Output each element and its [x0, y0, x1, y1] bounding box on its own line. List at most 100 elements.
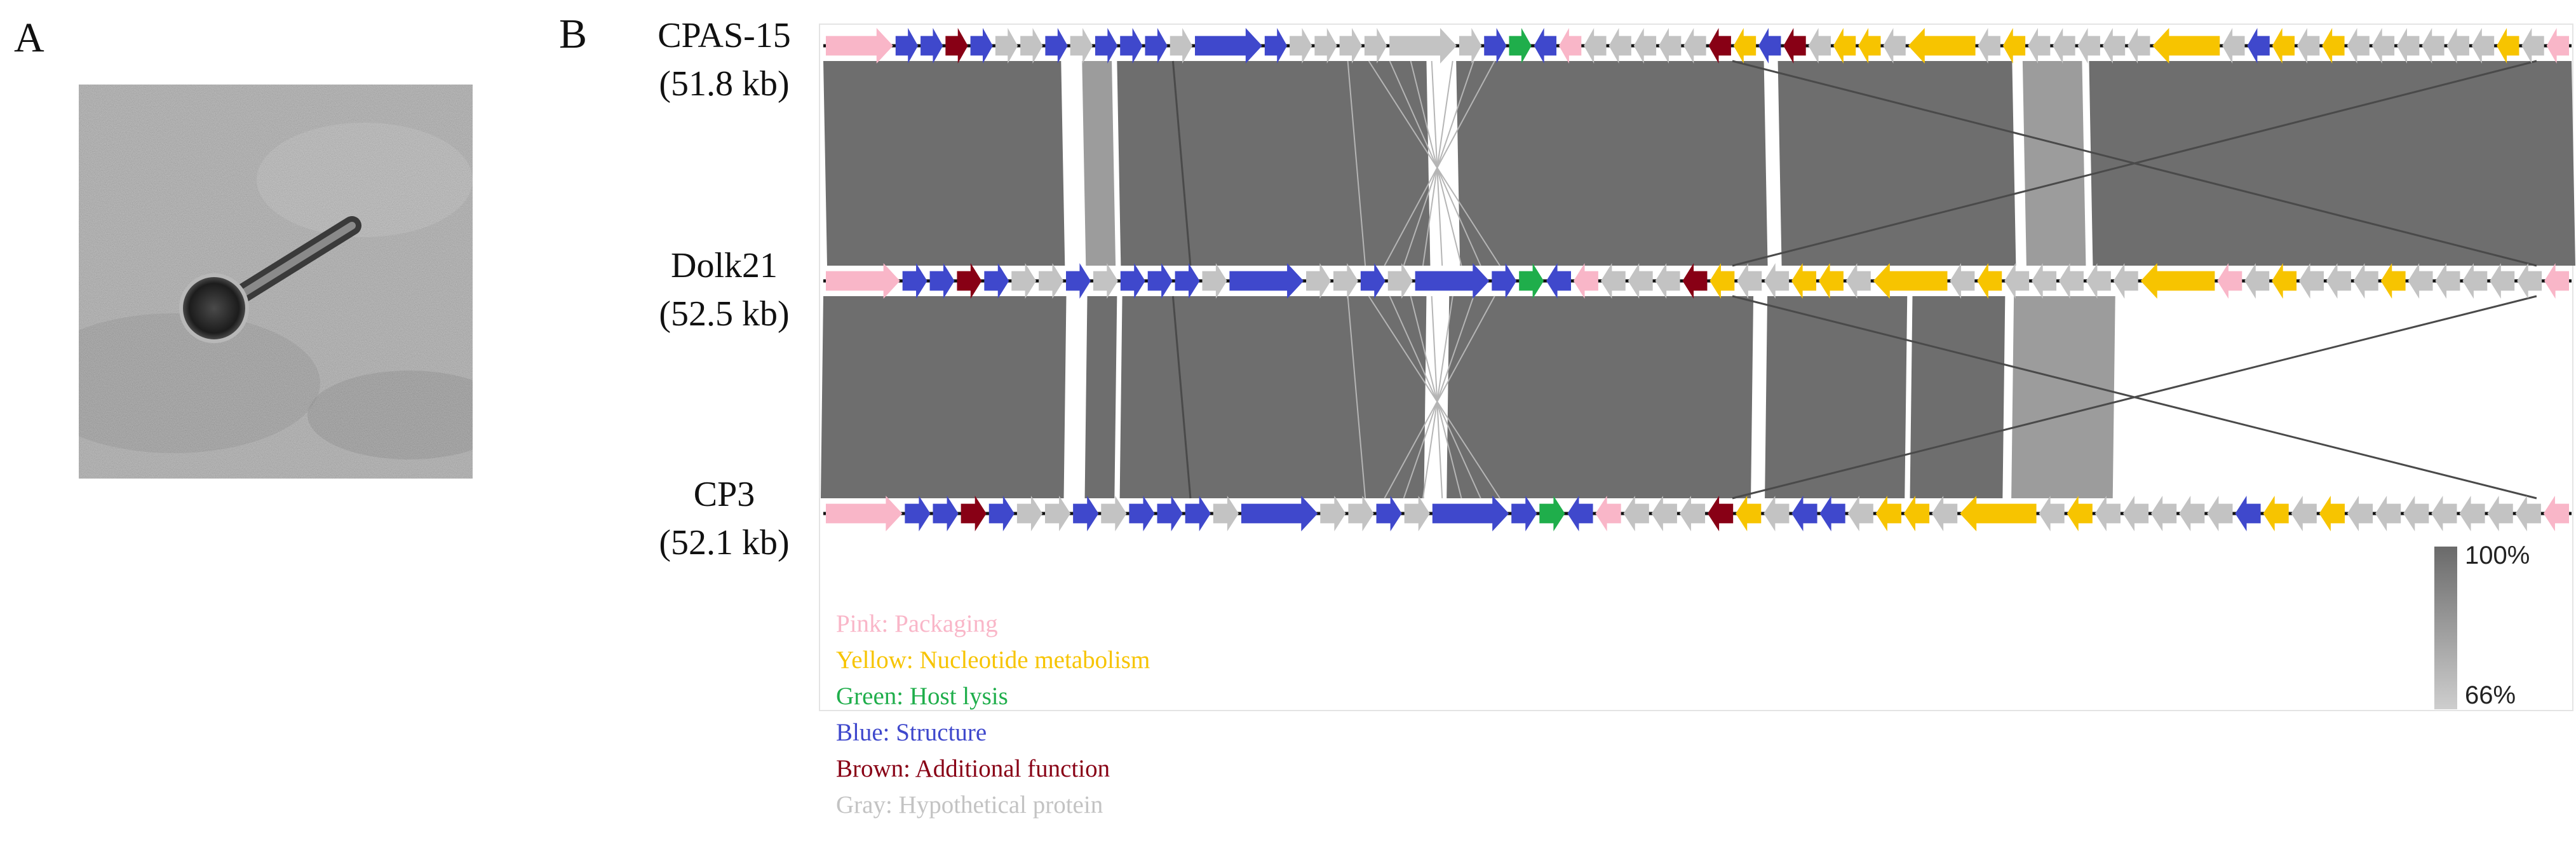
gene-structure-arrow: [1073, 496, 1099, 531]
gene-hypothetical-arrow: [2077, 28, 2100, 64]
gene-nucleotide-metabolism-arrow: [1960, 496, 2037, 531]
gene-hypothetical-arrow: [1651, 496, 1677, 531]
gene-structure-arrow: [1157, 496, 1183, 531]
gene-hypothetical-arrow: [2431, 496, 2457, 531]
similarity-band: [823, 61, 1065, 266]
genome-size: (52.5 kb): [659, 294, 790, 334]
gene-hypothetical-arrow: [1584, 28, 1607, 64]
gene-nucleotide-metabolism-arrow: [2497, 28, 2519, 64]
gene-structure-arrow: [1229, 263, 1304, 299]
gene-hypothetical-arrow: [1950, 263, 1975, 299]
gene-nucleotide-metabolism-arrow: [1908, 28, 1976, 64]
gene-hypothetical-arrow: [2032, 263, 2057, 299]
similarity-band: [1456, 61, 1768, 266]
gene-hypothetical-arrow: [1623, 496, 1649, 531]
gene-packaging-arrow: [2217, 263, 2242, 299]
genome-label-cpas15: CPAS-15 (51.8 kb): [629, 11, 819, 108]
similarity-link: [1368, 60, 1500, 266]
gene-hypothetical-arrow: [2515, 496, 2541, 531]
gene-structure-arrow: [1175, 263, 1200, 299]
gene-additional-function-arrow: [1783, 28, 1806, 64]
genome-name: CPAS-15: [657, 16, 791, 55]
similarity-link: [1403, 60, 1474, 266]
gene-hypothetical-arrow: [2371, 28, 2395, 64]
gene-hypothetical-arrow: [2222, 28, 2245, 64]
gene-hypothetical-arrow: [2207, 496, 2233, 531]
gene-host-lysis-arrow: [1539, 496, 1565, 531]
gene-structure-arrow: [1492, 263, 1517, 299]
gene-hypothetical-arrow: [1070, 28, 1093, 64]
gene-nucleotide-metabolism-arrow: [2380, 263, 2406, 299]
gene-hypothetical-arrow: [1320, 496, 1346, 531]
gene-structure-arrow: [1120, 28, 1143, 64]
gene-structure-arrow: [1819, 496, 1845, 531]
gene-hypothetical-arrow: [1016, 496, 1043, 531]
gene-structure-arrow: [905, 496, 931, 531]
gene-packaging-arrow: [1573, 263, 1598, 299]
similarity-band: [2011, 296, 2115, 498]
similarity-link: [1422, 60, 1453, 266]
gene-hypothetical-arrow: [2403, 496, 2429, 531]
gene-structure-arrow: [895, 28, 919, 64]
legend-host-lysis: Green: Host lysis: [836, 683, 1008, 710]
gene-nucleotide-metabolism-arrow: [1858, 28, 1881, 64]
similarity-link: [1389, 60, 1481, 266]
gene-structure-arrow: [929, 263, 955, 299]
gene-nucleotide-metabolism-arrow: [2152, 28, 2220, 64]
gene-hypothetical-arrow: [1628, 263, 1653, 299]
gene-hypothetical-arrow: [1633, 28, 1657, 64]
gene-structure-arrow: [2247, 28, 2270, 64]
gene-hypothetical-arrow: [1213, 496, 1239, 531]
similarity-band: [1765, 296, 1908, 498]
gene-structure-arrow: [1120, 263, 1145, 299]
similarity-band: [1117, 61, 1431, 266]
legend-structure: Blue: Structure: [836, 719, 987, 746]
identity-scale-bar: [2434, 547, 2457, 709]
gene-nucleotide-metabolism-arrow: [2322, 28, 2345, 64]
gene-structure-arrow: [1145, 28, 1168, 64]
gene-hypothetical-arrow: [2347, 496, 2373, 531]
gene-hypothetical-arrow: [1290, 28, 1312, 64]
gene-structure-arrow: [1534, 28, 1557, 64]
gene-structure-arrow: [1147, 263, 1173, 299]
gene-structure-arrow: [920, 28, 943, 64]
gene-nucleotide-metabolism-arrow: [2263, 496, 2289, 531]
similarity-link: [1410, 296, 1462, 499]
similarity-band: [1777, 61, 2016, 266]
gene-hypothetical-arrow: [2086, 263, 2111, 299]
similarity-band: [1910, 296, 2006, 498]
gene-nucleotide-metabolism-arrow: [1791, 263, 1817, 299]
legend-packaging: Pink: Packaging: [836, 610, 998, 637]
gene-hypothetical-arrow: [2244, 263, 2270, 299]
gene-hypothetical-arrow: [1306, 263, 1331, 299]
gene-structure-arrow: [1415, 263, 1490, 299]
similarity-band: [2022, 61, 2086, 266]
gene-packaging-arrow: [2543, 496, 2569, 531]
identity-scale-max: 100%: [2465, 541, 2530, 569]
gene-hypothetical-arrow: [2179, 496, 2205, 531]
gene-hypothetical-arrow: [1202, 263, 1227, 299]
gene-additional-function-arrow: [1682, 263, 1708, 299]
gene-packaging-arrow: [2544, 263, 2569, 299]
gene-structure-arrow: [1045, 28, 1068, 64]
gene-hypothetical-arrow: [1093, 263, 1118, 299]
gene-hypothetical-arrow: [1339, 28, 1362, 64]
similarity-link: [1422, 296, 1453, 499]
gene-hypothetical-arrow: [1808, 28, 1831, 64]
inversion-link: [1171, 60, 1192, 266]
gene-nucleotide-metabolism-arrow: [1833, 28, 1856, 64]
gene-hypothetical-arrow: [1459, 28, 1482, 64]
gene-packaging-arrow: [1559, 28, 1582, 64]
gene-structure-arrow: [902, 263, 927, 299]
similarity-link: [1431, 60, 1443, 266]
gene-structure-arrow: [1360, 263, 1386, 299]
gene-nucleotide-metabolism-arrow: [2067, 496, 2093, 531]
gene-hypothetical-arrow: [1404, 496, 1430, 531]
gene-hypothetical-arrow: [2353, 263, 2378, 299]
gene-hypothetical-arrow: [1845, 263, 1871, 299]
gene-hypothetical-arrow: [1020, 28, 1043, 64]
gene-hypothetical-arrow: [2053, 28, 2075, 64]
similarity-link: [1347, 60, 1366, 266]
gene-hypothetical-arrow: [1655, 263, 1680, 299]
inversion-link: [1732, 60, 2537, 267]
